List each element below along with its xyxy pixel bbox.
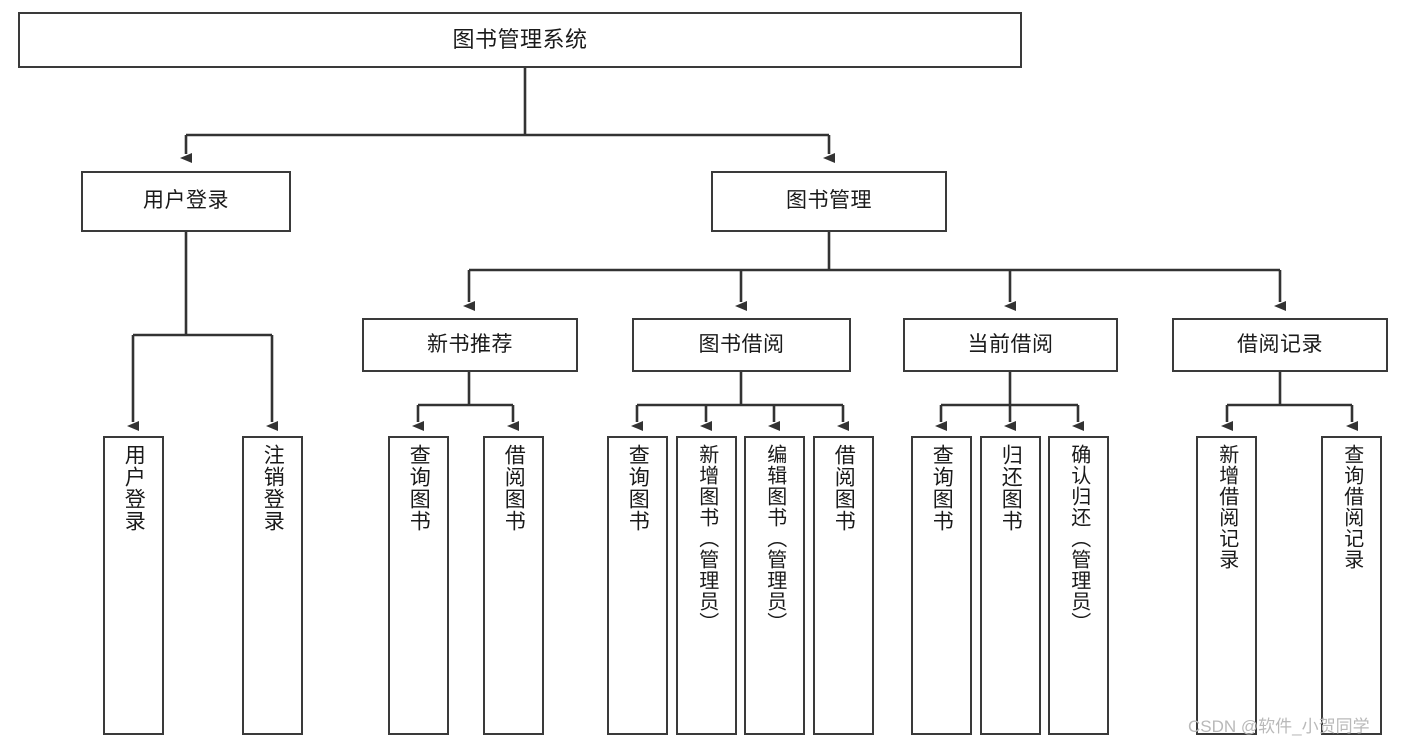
leaf-confirm-return-admin[interactable]: 确认归还（管理员）	[1048, 436, 1109, 735]
node-label: 新增图书（管理员）	[695, 444, 718, 633]
node-label: 注销登录	[261, 444, 285, 532]
node-label: 查询借阅记录	[1340, 444, 1363, 570]
node-label: 编辑图书（管理员）	[763, 444, 786, 633]
node-label: 用户登录	[143, 189, 229, 213]
leaf-query-book-borrow[interactable]: 查询图书	[607, 436, 668, 735]
node-label: 借阅图书	[832, 444, 856, 532]
node-label: 查询图书	[626, 444, 650, 532]
leaf-query-book-recommend[interactable]: 查询图书	[388, 436, 449, 735]
node-book-management[interactable]: 图书管理	[711, 171, 947, 232]
leaf-user-login[interactable]: 用户登录	[103, 436, 164, 735]
leaf-add-borrow-record[interactable]: 新增借阅记录	[1196, 436, 1257, 735]
node-label: 用户登录	[122, 444, 146, 532]
node-borrow-record[interactable]: 借阅记录	[1172, 318, 1388, 372]
leaf-borrow-book[interactable]: 借阅图书	[813, 436, 874, 735]
node-label: 图书管理	[786, 189, 872, 213]
node-current-borrow[interactable]: 当前借阅	[903, 318, 1118, 372]
node-label: 借阅记录	[1237, 332, 1323, 356]
node-label: 图书管理系统	[452, 27, 588, 53]
node-label: 当前借阅	[967, 332, 1054, 356]
node-label: 借阅图书	[502, 444, 526, 532]
node-book-borrow[interactable]: 图书借阅	[632, 318, 851, 372]
leaf-add-book-admin[interactable]: 新增图书（管理员）	[676, 436, 737, 735]
leaf-edit-book-admin[interactable]: 编辑图书（管理员）	[744, 436, 805, 735]
leaf-borrow-book-recommend[interactable]: 借阅图书	[483, 436, 544, 735]
node-label: 查询图书	[407, 444, 431, 532]
node-label: 查询图书	[930, 444, 954, 532]
watermark-text: CSDN @软件_小贺同学	[1188, 717, 1370, 736]
node-label: 归还图书	[999, 444, 1023, 532]
node-new-book-recommend[interactable]: 新书推荐	[362, 318, 578, 372]
node-label: 新书推荐	[427, 332, 513, 356]
node-root-book-management-system[interactable]: 图书管理系统	[18, 12, 1022, 68]
node-label: 确认归还（管理员）	[1067, 444, 1090, 633]
leaf-logout-login[interactable]: 注销登录	[242, 436, 303, 735]
node-label: 新增借阅记录	[1215, 444, 1238, 570]
leaf-query-borrow-record[interactable]: 查询借阅记录	[1321, 436, 1382, 735]
node-user-login[interactable]: 用户登录	[81, 171, 291, 232]
leaf-return-book[interactable]: 归还图书	[980, 436, 1041, 735]
node-label: 图书借阅	[698, 332, 785, 356]
leaf-query-book-current[interactable]: 查询图书	[911, 436, 972, 735]
